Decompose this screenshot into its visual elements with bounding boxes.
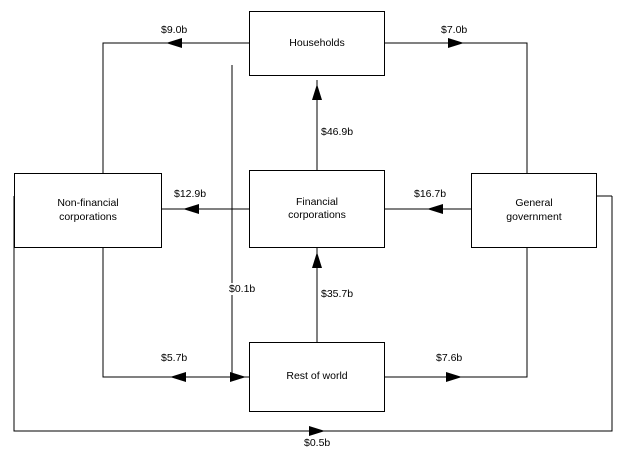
node-households[interactable]: Households <box>249 11 385 76</box>
flow-label-households-to-non-financial: $9.0b <box>160 24 189 36</box>
flow-label-rest-of-world-to-financial: $35.7b <box>320 288 355 300</box>
flow-label-financial-to-households: $46.9b <box>320 126 355 138</box>
flow-label-general-government-to-financial: $16.7b <box>413 188 448 200</box>
flow-label-non-financial-to-general-government: $0.5b <box>303 437 332 449</box>
flow-label-households-to-rest-of-world: $0.1b <box>228 283 257 295</box>
node-non-financial-corporations-label: Non-financial corporations <box>57 197 119 223</box>
node-general-government[interactable]: General government <box>471 173 597 248</box>
node-households-label: Households <box>289 36 345 49</box>
node-rest-of-world-label: Rest of world <box>286 370 348 383</box>
flow-label-households-to-general-government: $7.0b <box>440 24 469 36</box>
flow-label-financial-to-non-financial: $12.9b <box>173 188 208 200</box>
node-non-financial-corporations[interactable]: Non-financial corporations <box>14 173 162 248</box>
node-general-government-label: General government <box>506 197 562 223</box>
node-financial-corporations[interactable]: Financial corporations <box>249 170 385 248</box>
node-rest-of-world[interactable]: Rest of world <box>249 342 385 412</box>
flow-label-rest-of-world-to-general-government: $7.6b <box>435 352 464 364</box>
node-financial-corporations-label: Financial corporations <box>288 195 346 221</box>
flow-label-rest-of-world-to-non-financial: $5.7b <box>160 352 189 364</box>
